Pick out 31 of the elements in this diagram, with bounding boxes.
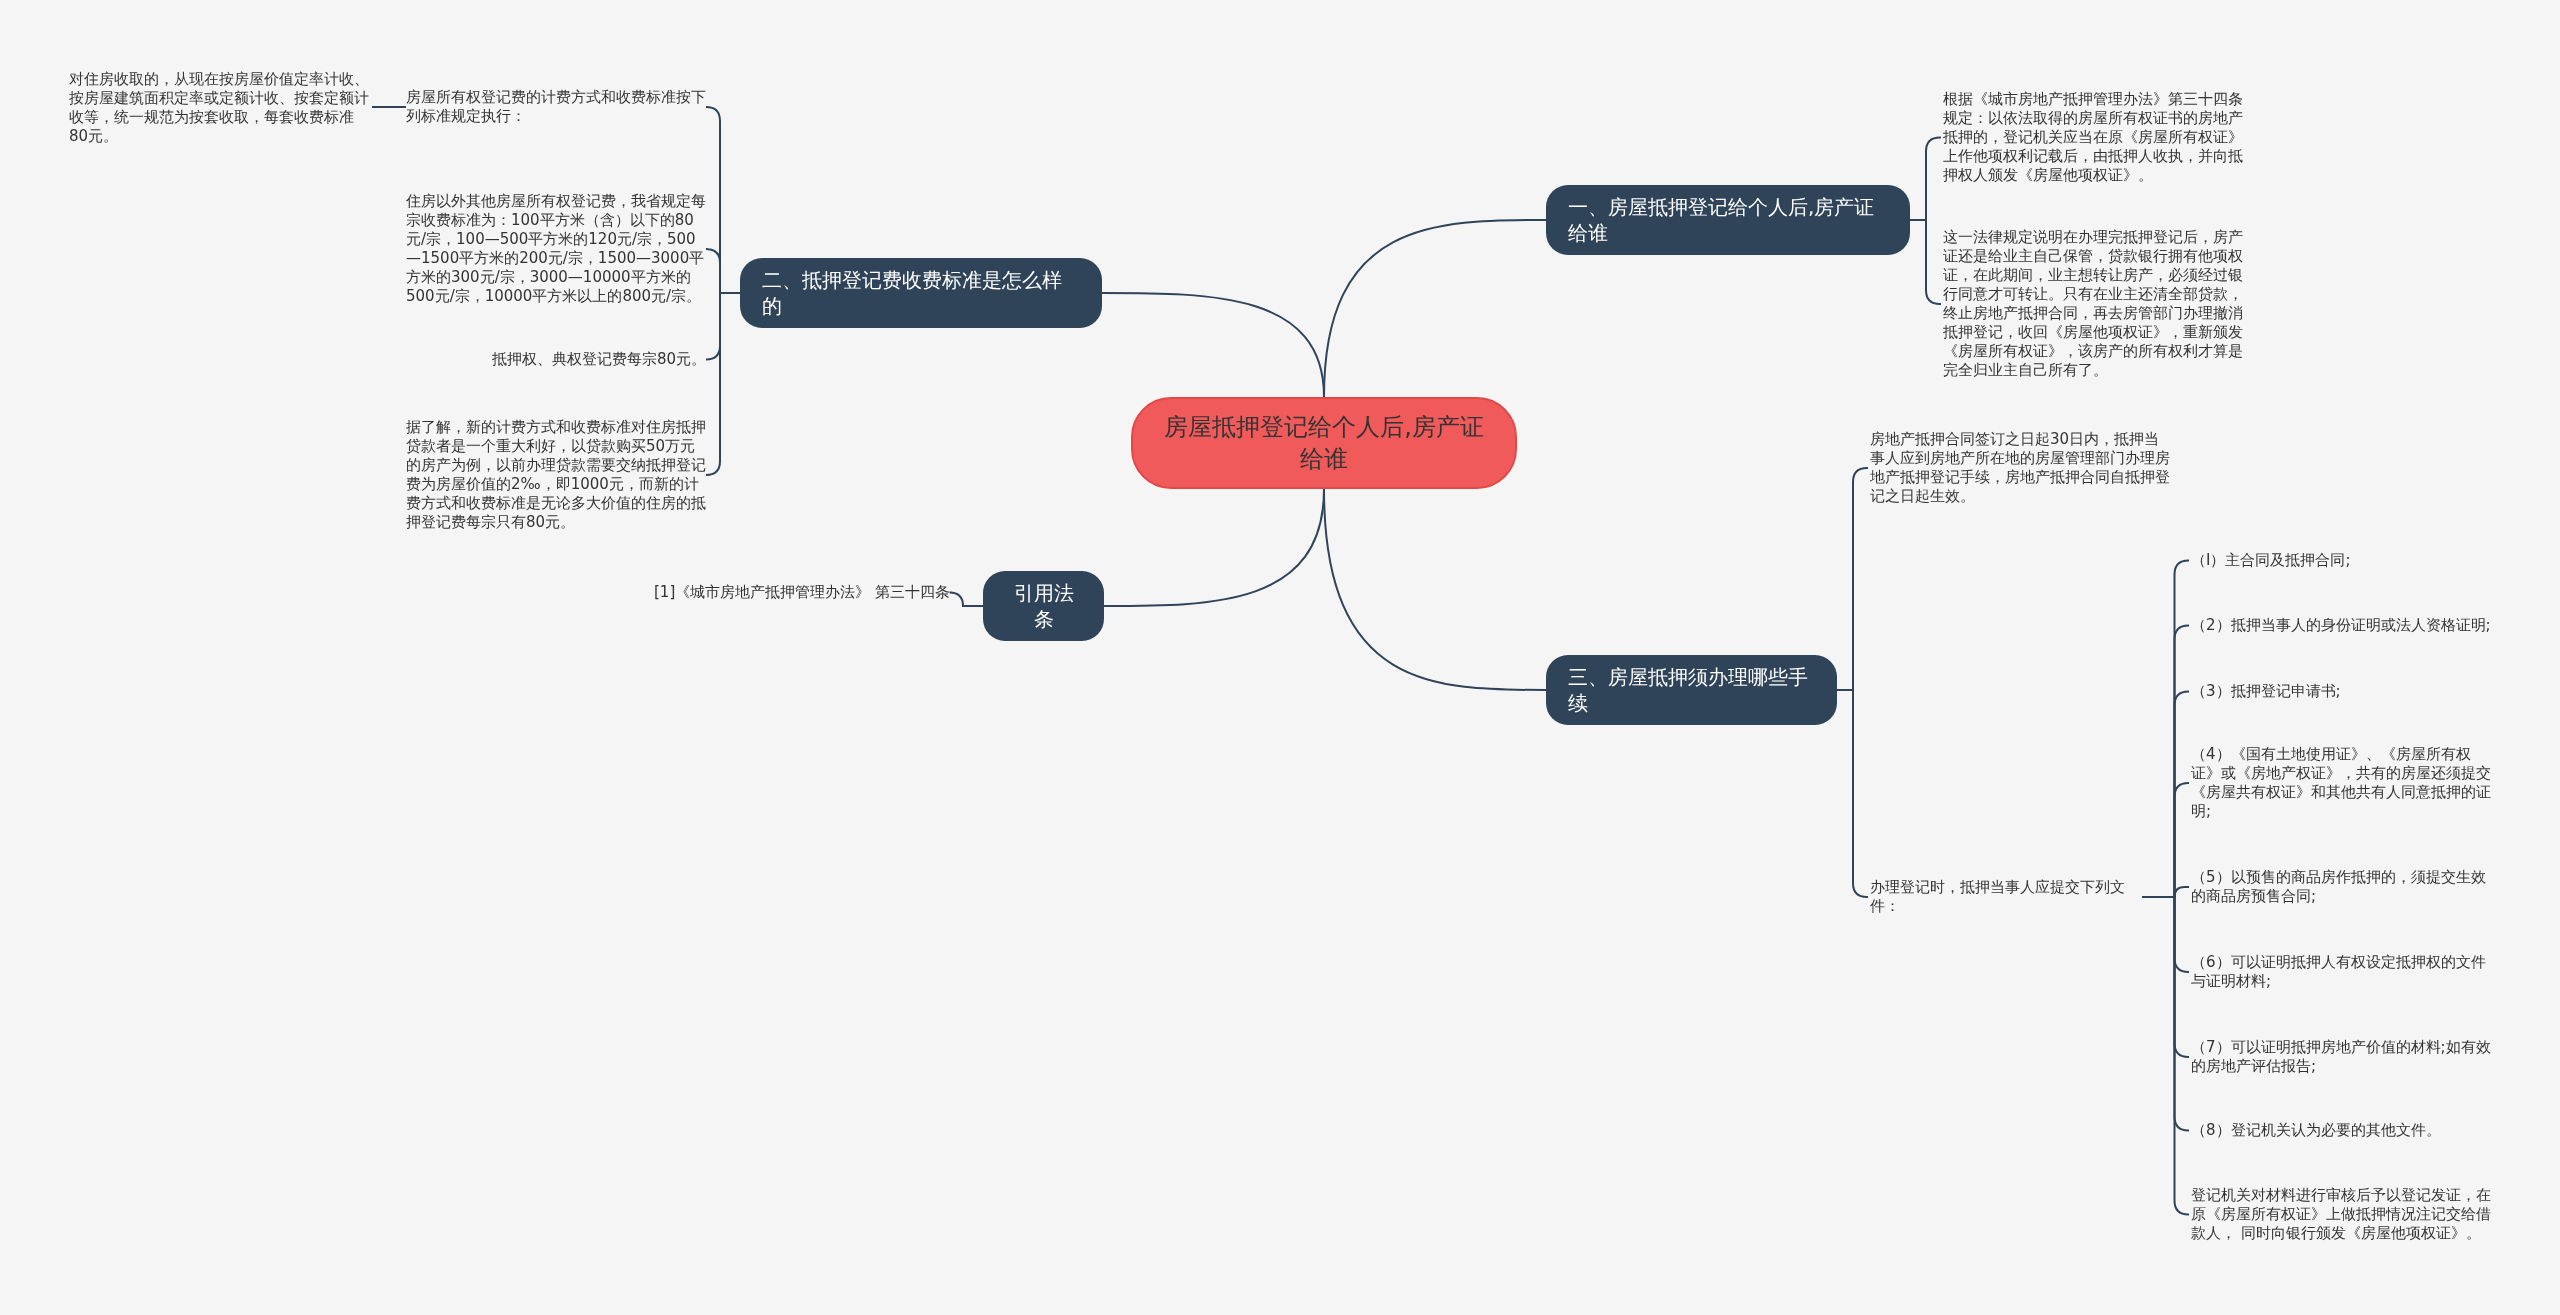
note-text: 这一法律规定说明在办理完抵押登记后，房产证还是给业主自己保管，贷款银行拥有他项权证，在此期间，业主想转让房产，必须经过银行同意才可转让。只有在业主还清全部贷款，终止房地产抵押合同，再去房管部门办理撤消抵押登记，收回《房屋他项权证》，重新颁发《房屋所有权证》，该房产的所有权利才算是完全归业主自己所有了。 — [1943, 228, 2245, 380]
note-text: （2）抵押当事人的身份证明或法人资格证明; — [2191, 616, 2491, 635]
connector-line — [1836, 689, 1869, 898]
note-text: 据了解，新的计费方式和收费标准对住房抵押贷款者是一个重大利好，以贷款购买50万元的房产为例，以前办理贷款需要交纳抵押登记费为房屋价值的2‰，即1000元，而新的计费方式和收费标准是无论多大价值的住房的抵押登记费每宗只有80元。 — [406, 418, 706, 532]
note-text: （6）可以证明抵押人有权设定抵押权的文件与证明材料; — [2191, 953, 2496, 991]
note-text: （4）《国有土地使用证》、《房屋所有权证》或《房地产权证》，共有的房屋还须提交《房屋共有权证》和其他共有人同意抵押的证明; — [2191, 745, 2496, 821]
note-text: 房屋所有权登记费的计费方式和收费标准按下列标准规定执行： — [406, 88, 706, 126]
central-topic: 房屋抵押登记给个人后,房产证给谁 — [1131, 397, 1517, 489]
topic-box: 三、房屋抵押须办理哪些手续 — [1546, 655, 1837, 725]
note-text: 抵押权、典权登记费每宗80元。 — [491, 350, 706, 369]
topic-box: 一、房屋抵押登记给个人后,房产证给谁 — [1546, 185, 1910, 255]
connector-line — [1101, 292, 1325, 398]
note-text: （3）抵押登记申请书; — [2191, 682, 2341, 701]
note-text: [1]《城市房地产抵押管理办法》 第三十四条 — [654, 583, 950, 602]
note-text: 根据《城市房地产抵押管理办法》第三十四条规定：以依法取得的房屋所有权证书的房地产抵押的，登记机关应当在原《房屋所有权证》上作他项权利记载后，由抵押人收执，并向抵押权人颁发《房屋他项权证》。 — [1943, 90, 2245, 185]
note-text: （7）可以证明抵押房地产价值的材料;如有效的房地产评估报告; — [2191, 1038, 2496, 1076]
note-text: （I）主合同及抵押合同; — [2191, 551, 2351, 570]
note-text: 办理登记时，抵押当事人应提交下列文件： — [1870, 878, 2142, 916]
connector-line — [371, 106, 407, 108]
topic-box: 引用法条 — [983, 571, 1104, 641]
connector-line — [1323, 488, 1547, 691]
note-text: 房地产抵押合同签订之日起30日内，抵押当事人应到房地产所在地的房屋管理部门办理房地产抵押登记手续，房地产抵押合同自抵押登记之日起生效。 — [1870, 430, 2172, 506]
note-text: （8）登记机关认为必要的其他文件。 — [2191, 1121, 2441, 1140]
connector-line — [1909, 219, 1942, 305]
topic-box: 二、抵押登记费收费标准是怎么样的 — [740, 258, 1102, 328]
connector-line — [948, 591, 984, 607]
note-text: 登记机关对材料进行审核后予以登记发证，在原《房屋所有权证》上做抵押情况注记交给借款人， 同时向银行颁发《房屋他项权证》。 — [2191, 1186, 2496, 1243]
note-text: 住房以外其他房屋所有权登记费，我省规定每宗收费标准为：100平方米（含）以下的80元/宗，100—500平方米的120元/宗，500—1500平方米的200元/宗，1500—3000平方米的300元/宗，3000—10000平方米的500元/宗，10000平方米以上的800元/宗。 — [406, 192, 706, 306]
connector-line — [2141, 896, 2190, 1216]
note-text: 对住房收取的，从现在按房屋价值定率计收、按房屋建筑面积定率或定额计收、按套定额计收等，统一规范为按套收取，每套收费标准80元。 — [69, 70, 372, 146]
note-text: （5）以预售的商品房作抵押的，须提交生效的商品房预售合同; — [2191, 868, 2496, 906]
